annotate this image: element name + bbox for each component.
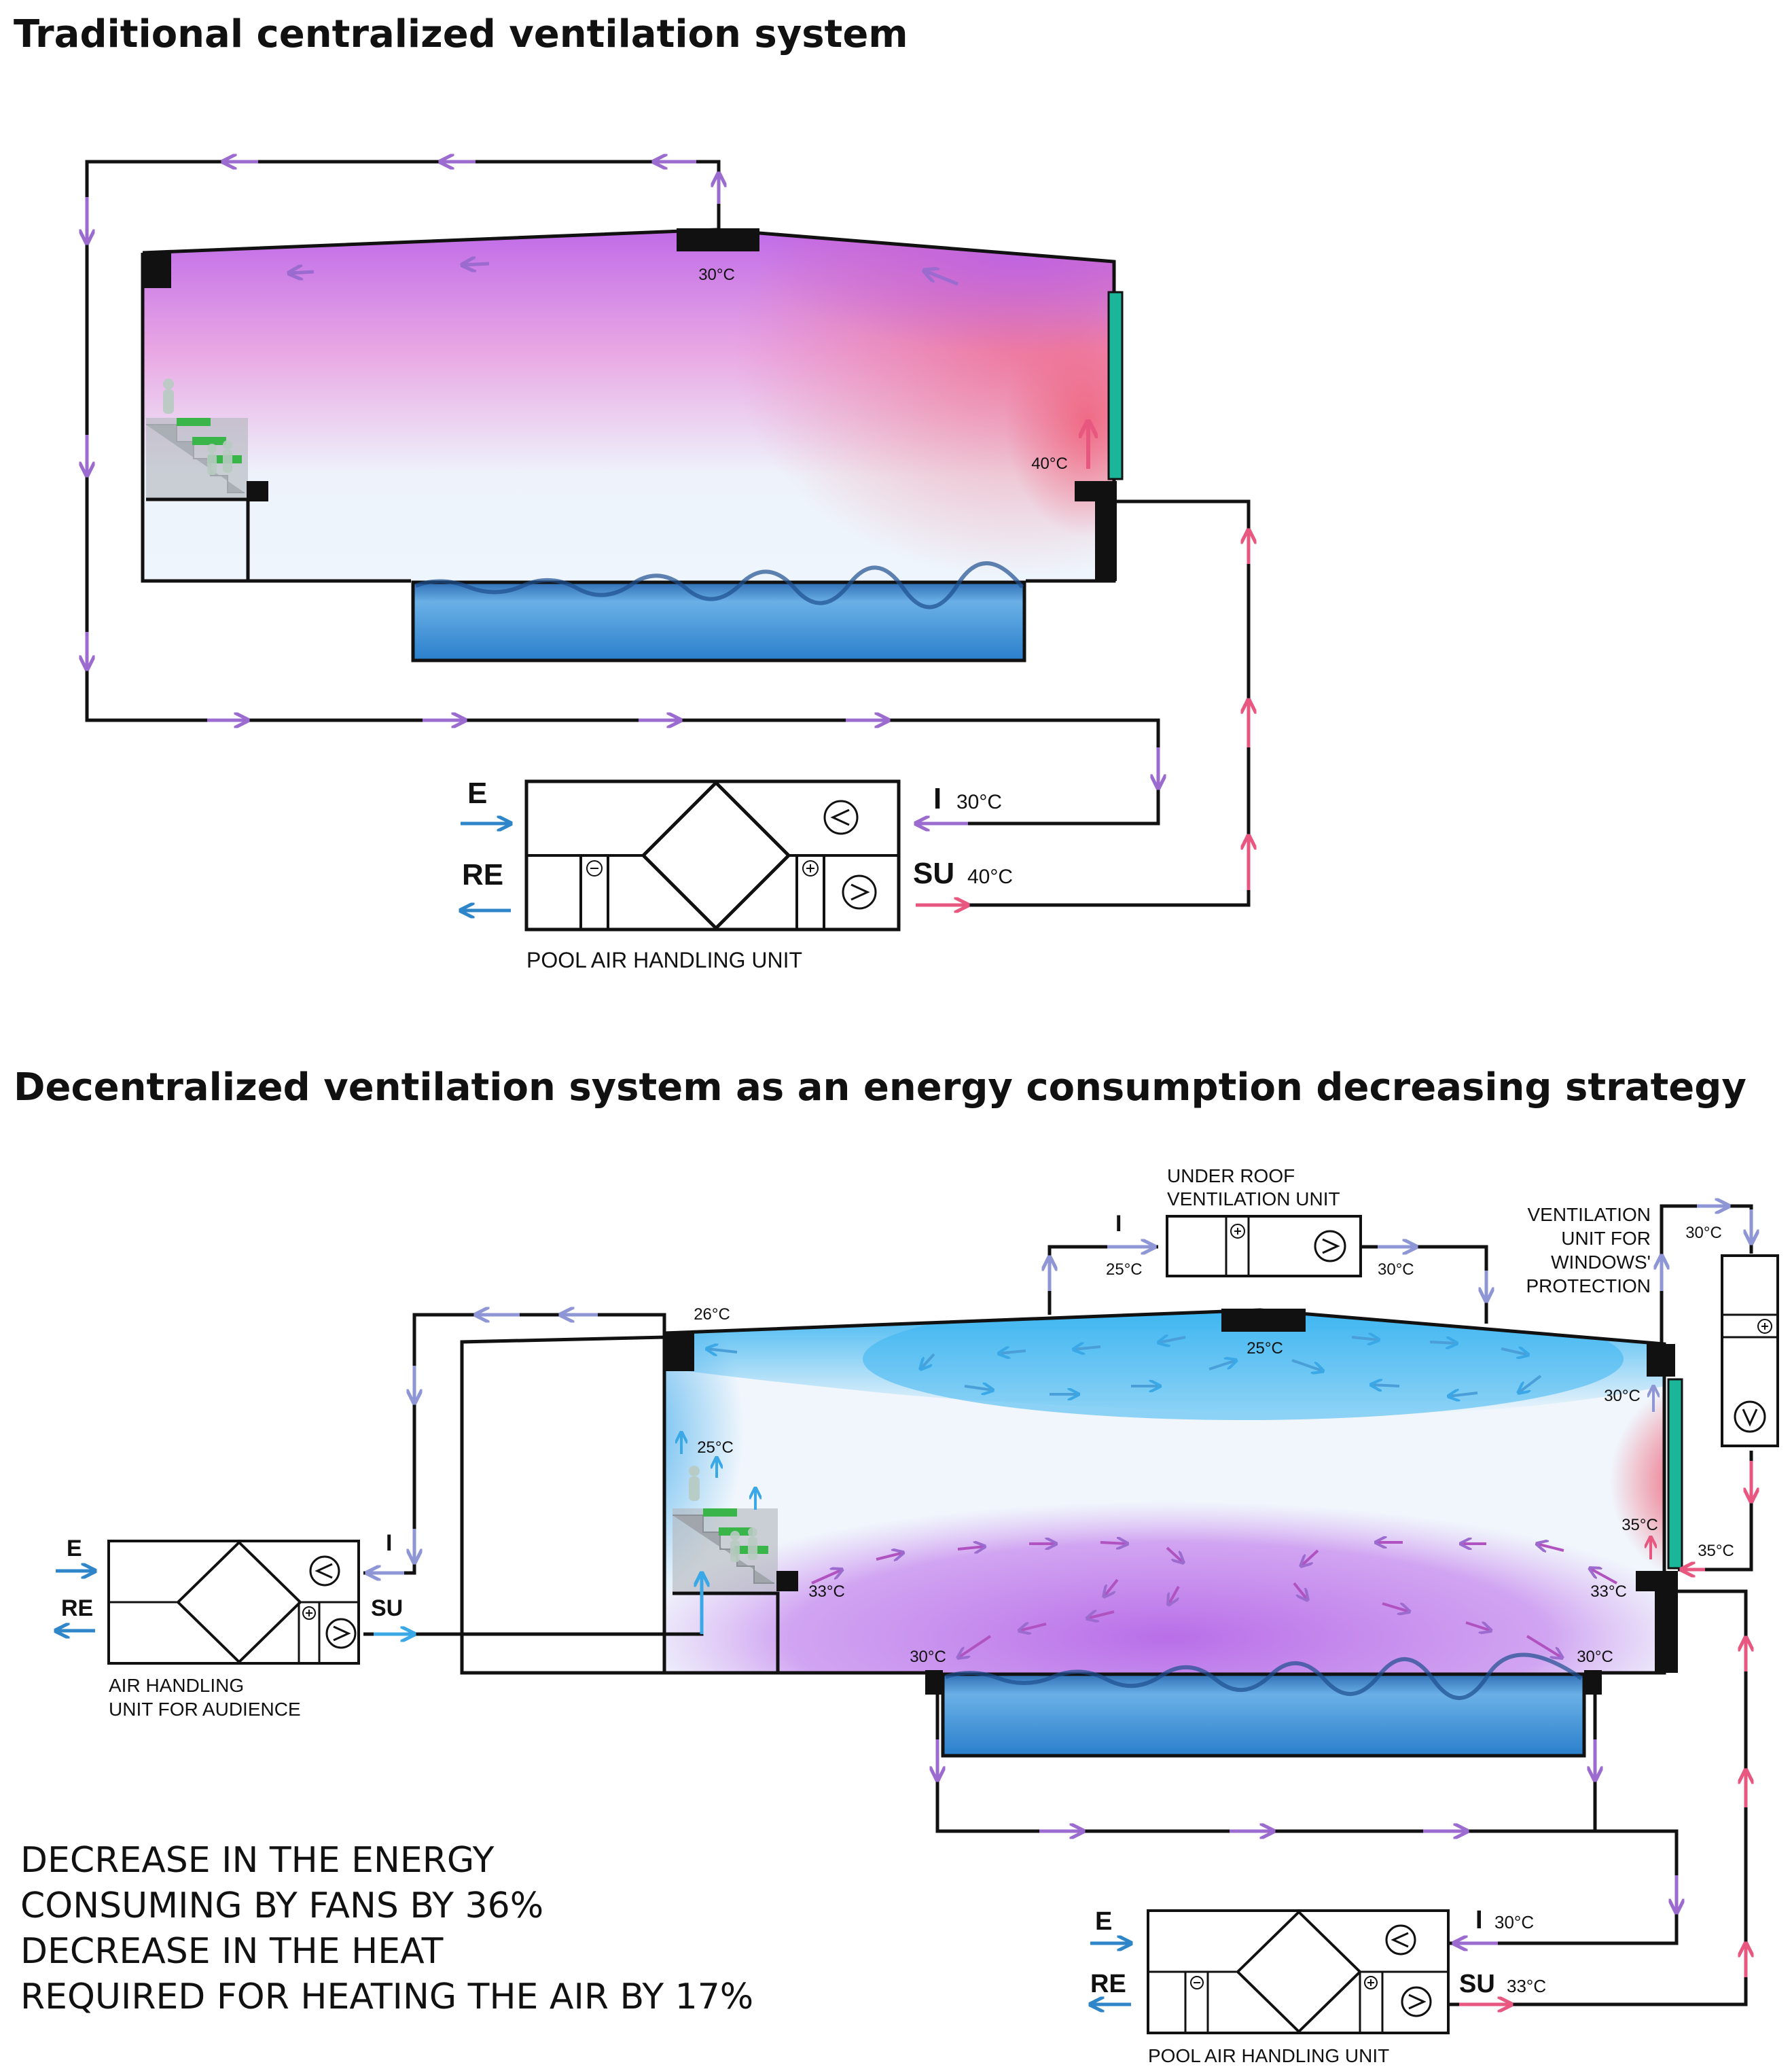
top-exhaust-grille-roof	[677, 228, 759, 251]
top-room-airflow	[289, 264, 958, 286]
window-protection-unit: VENTILATION UNIT FOR WINDOWS' PROTECTION…	[1526, 1204, 1779, 1447]
bottom-ahu-re-label: RE	[1090, 1970, 1126, 1998]
fan-icon	[1314, 1230, 1346, 1262]
top-ahu-e-label: E	[467, 777, 487, 810]
under-roof-unit-title-1: UNDER ROOF	[1167, 1165, 1295, 1186]
fan-icon	[325, 1618, 357, 1649]
audience-ahu-su-label: SU	[371, 1595, 403, 1621]
fan-icon	[309, 1555, 340, 1587]
bottom-pool-water	[941, 1672, 1586, 1758]
top-ahu-title: POOL AIR HANDLING UNIT	[526, 948, 802, 972]
window-unit-label-2: UNIT FOR	[1561, 1228, 1651, 1249]
energy-savings-summary: DECREASE IN THE ENERGY CONSUMING BY FANS…	[20, 1838, 753, 2020]
audience-ahu-title-2: UNIT FOR AUDIENCE	[109, 1699, 301, 1720]
audience-ahu-e-label: E	[67, 1536, 82, 1561]
under-roof-unit-title-2: VENTILATION UNIT	[1167, 1188, 1340, 1209]
top-supply-outlet	[1075, 481, 1117, 501]
top-exhaust-grille-left	[143, 253, 171, 288]
audience-ahu-re-label: RE	[61, 1595, 93, 1621]
bottom-spectator-figures	[689, 1466, 757, 1562]
bottom-stair-bottom-temp: 33°C	[808, 1582, 845, 1601]
bottom-ahu-e-label: E	[1095, 1907, 1112, 1936]
bottom-exhaust-grille-left	[664, 1333, 694, 1371]
top-pool-hall: 30°C 40°C	[141, 228, 1124, 662]
window-unit-label-4: PROTECTION	[1526, 1275, 1651, 1296]
under-roof-unit-in-temp: 25°C	[1106, 1260, 1143, 1279]
top-ahu-i-temp: 30°C	[956, 791, 1002, 813]
bottom-duct-arrows	[56, 1206, 1751, 2004]
bottom-pool-air-handling-unit: E RE I 30°C SU 33°C POOL AIR HANDLING UN…	[1090, 1906, 1546, 2066]
top-window	[1107, 291, 1124, 480]
under-roof-unit-out-temp: 30°C	[1378, 1260, 1414, 1279]
bottom-pool-left-temp: 30°C	[910, 1648, 946, 1666]
top-duct-arrows	[87, 162, 1249, 910]
summary-line: CONSUMING BY FANS BY 36%	[20, 1886, 544, 1926]
top-ahu-su-temp: 40°C	[967, 866, 1013, 888]
bottom-roof-left-temp: 26°C	[694, 1305, 730, 1324]
summary-line: DECREASE IN THE ENERGY	[20, 1840, 495, 1881]
audience-ahu-i-label: I	[386, 1530, 392, 1556]
bottom-window	[1667, 1378, 1683, 1570]
top-wall-temp: 40°C	[1031, 455, 1068, 473]
top-pool-air-handling-unit: E RE I 30°C SU 40°C POOL AIR HANDLING UN…	[462, 777, 1013, 972]
summary-line: DECREASE IN THE HEAT	[20, 1931, 444, 1972]
bottom-exhaust-grille-roof	[1221, 1309, 1306, 1332]
bottom-pool-hall: 26°C 25°C 25°C 33°C 30°C 35°C 33°C 30°C …	[662, 1305, 1734, 1758]
bottom-ahu-su-label: SU	[1459, 1970, 1495, 1998]
top-pool-water	[411, 580, 1026, 662]
audience-ahu-title-1: AIR HANDLING	[109, 1675, 244, 1696]
bottom-audience-block	[460, 1335, 666, 1675]
fan-icon	[1734, 1400, 1766, 1433]
under-roof-ventilation-unit: UNDER ROOF VENTILATION UNIT I 25°C 30°C	[1106, 1165, 1414, 1279]
bottom-window-top-temp: 30°C	[1604, 1387, 1641, 1405]
top-ahu-su-label: SU	[913, 857, 954, 890]
bottom-ahu-su-temp: 33°C	[1507, 1976, 1546, 1996]
bottom-ahu-i-label: I	[1475, 1906, 1483, 1934]
under-roof-unit-i-label: I	[1115, 1211, 1122, 1237]
bottom-stair-airflow	[681, 1432, 755, 1510]
top-spectator-figures	[163, 378, 232, 475]
bottom-window-bottom-temp: 35°C	[1621, 1516, 1658, 1534]
window-unit-in-temp: 30°C	[1685, 1224, 1722, 1242]
bottom-window-unit-out-temp: 35°C	[1698, 1542, 1734, 1560]
bottom-floor-airflow	[811, 1542, 1617, 1658]
top-ahu-re-label: RE	[462, 858, 503, 891]
bottom-ahu-i-temp: 30°C	[1494, 1912, 1534, 1932]
window-unit-label-3: WINDOWS'	[1551, 1252, 1651, 1273]
fan-icon	[1385, 1924, 1416, 1955]
top-roof-temp: 30°C	[698, 266, 735, 284]
fan-icon	[842, 874, 877, 910]
decentralized-system-title: Decentralized ventilation system as an e…	[14, 1065, 1746, 1110]
bottom-ahu-title: POOL AIR HANDLING UNIT	[1148, 2045, 1389, 2066]
bottom-right-lower-temp: 33°C	[1590, 1582, 1627, 1601]
bottom-roof-center-temp: 25°C	[1247, 1339, 1283, 1358]
summary-line: REQUIRED FOR HEATING THE AIR BY 17%	[20, 1977, 754, 2017]
window-unit-label-1: VENTILATION	[1527, 1204, 1651, 1225]
bottom-pool-right-temp: 30°C	[1577, 1648, 1613, 1666]
fan-icon	[823, 800, 859, 835]
bottom-stair-top-temp: 25°C	[697, 1438, 734, 1457]
traditional-system-title: Traditional centralized ventilation syst…	[14, 12, 908, 56]
audience-air-handling-unit: E RE I SU AIR HANDLING UNIT FOR AUDIENCE	[61, 1530, 403, 1720]
bottom-ceiling-airflow	[706, 1337, 1542, 1396]
top-ahu-i-label: I	[933, 782, 942, 815]
fan-icon	[1401, 1986, 1432, 2017]
